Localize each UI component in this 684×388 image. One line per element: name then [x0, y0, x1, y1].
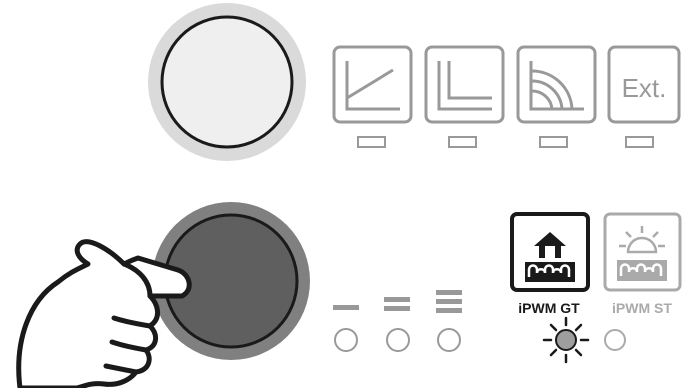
indicator-led-rising-curve	[358, 137, 385, 147]
mode-button-rising-curve[interactable]	[334, 47, 411, 122]
rotary-knob-released[interactable]	[148, 3, 306, 161]
level-led-2	[387, 329, 409, 351]
ipwm-gt-button[interactable]	[512, 214, 588, 290]
ipwm-gt-led-blinking	[544, 318, 588, 362]
ipwm-st-label: iPWM ST	[612, 300, 672, 316]
indicator-led-flat-curve	[449, 137, 476, 147]
level-3-bars-icon	[436, 290, 462, 313]
indicator-led-radiant	[540, 137, 567, 147]
ipwm-st-button[interactable]	[605, 214, 680, 290]
mode-button-radiant[interactable]	[518, 47, 595, 122]
level-1-bars-icon	[333, 305, 359, 310]
mode-button-flat-curve[interactable]	[426, 47, 503, 122]
mode-button-external[interactable]: Ext.	[609, 47, 679, 122]
external-label: Ext.	[622, 73, 667, 103]
level-2-bars-icon	[384, 297, 410, 311]
level-led-1	[335, 329, 357, 351]
ipwm-gt-label: iPWM GT	[518, 300, 580, 316]
indicator-led-external	[626, 137, 653, 147]
ipwm-st-led	[605, 330, 625, 350]
level-led-3	[438, 329, 460, 351]
